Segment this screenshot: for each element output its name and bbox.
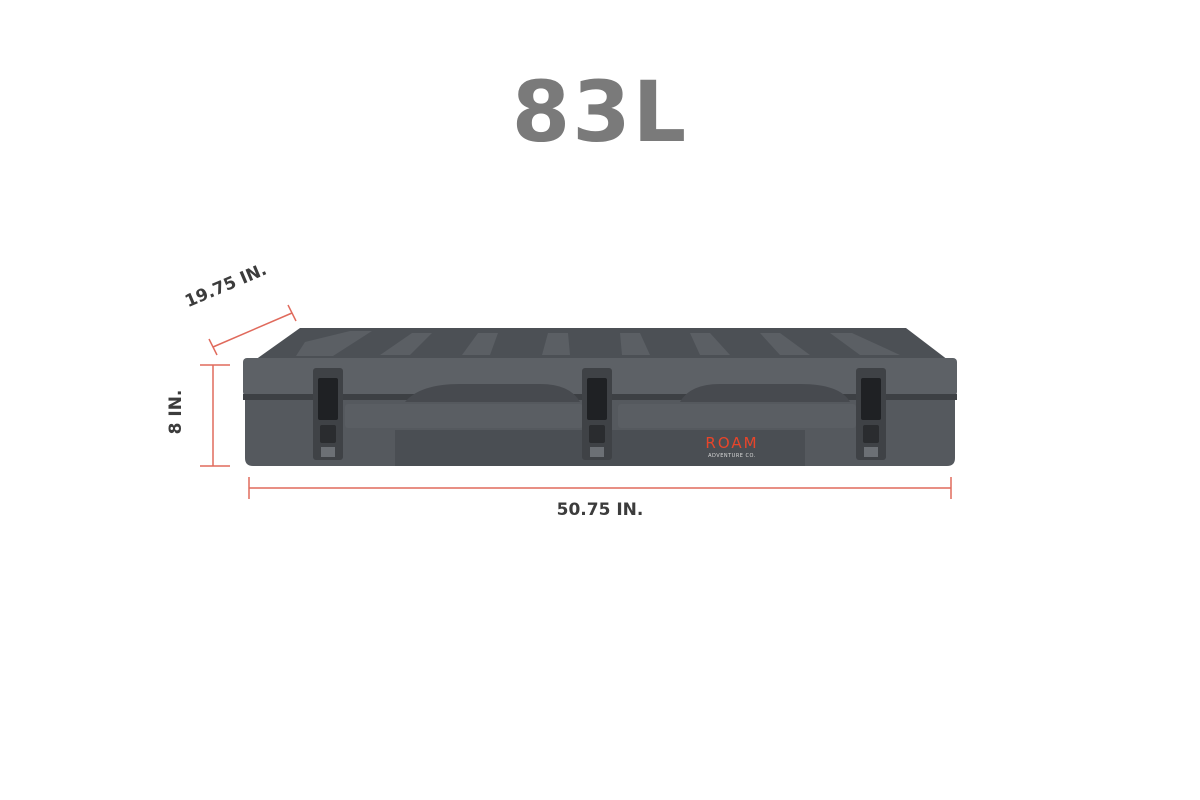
case-latch — [582, 368, 612, 460]
width-label: 50.75 IN. — [556, 500, 644, 520]
lid-ribs — [296, 331, 900, 356]
case-panel — [345, 404, 583, 428]
dimension-lines — [200, 304, 952, 499]
depth-dimension-tick — [208, 338, 218, 356]
brand-logo: ROAM ADVENTURE CO. — [705, 434, 758, 459]
case-latch — [856, 368, 886, 460]
depth-dimension-line — [212, 312, 293, 348]
brand-tagline: ADVENTURE CO. — [708, 453, 756, 459]
capacity-title: 83L — [511, 63, 689, 161]
case-latch — [313, 368, 343, 460]
brand-name: ROAM — [705, 434, 758, 452]
case-handle — [680, 384, 850, 402]
case-panel — [618, 404, 856, 428]
height-label: 8 IN. — [166, 389, 186, 435]
case-handle — [405, 384, 580, 402]
storage-case: ROAM ADVENTURE CO. — [243, 328, 957, 466]
depth-dimension-tick — [287, 304, 297, 322]
